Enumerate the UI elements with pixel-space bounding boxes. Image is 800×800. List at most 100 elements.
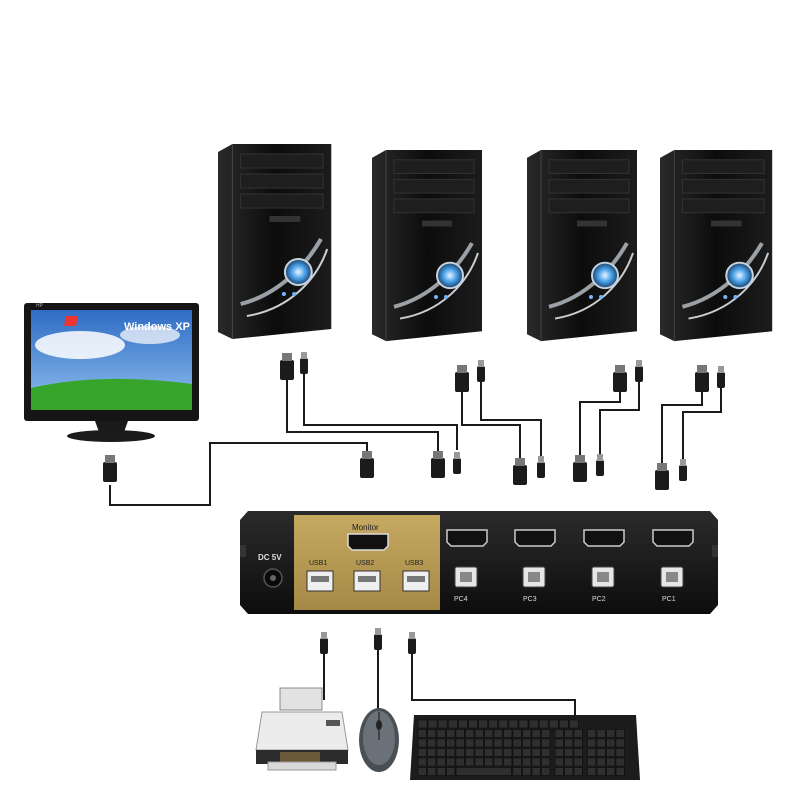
- keyboard-key: [587, 757, 597, 767]
- keyboard-key: [531, 757, 541, 767]
- keyboard-key: [484, 738, 494, 748]
- keyboard-key: [606, 748, 616, 757]
- monitor-stand: [67, 430, 155, 442]
- keyboard-key: [541, 738, 551, 748]
- keyboard-key: [465, 738, 475, 748]
- keyboard-key: [474, 757, 484, 767]
- keyboard-key: [564, 757, 574, 767]
- computer-tower-icon: [370, 148, 484, 344]
- keyboard-key: [596, 757, 606, 767]
- keyboard-key: [458, 719, 468, 729]
- keyboard-key: [417, 738, 427, 748]
- console-panel: [294, 515, 440, 610]
- keyboard-icon: [410, 715, 640, 780]
- keyboard-key: [427, 748, 437, 757]
- monitor-screen-text: Windows XP: [124, 321, 190, 333]
- keyboard-key: [474, 748, 484, 757]
- keyboard-key: [484, 757, 494, 767]
- monitor-hdmi-port: [347, 533, 389, 551]
- keyboard-key: [531, 748, 541, 757]
- usb2-label: USB2: [356, 560, 374, 567]
- keyboard-key: [564, 738, 574, 748]
- keyboard-key: [587, 738, 597, 748]
- keyboard-key: [493, 738, 503, 748]
- keyboard-key: [615, 757, 625, 767]
- keyboard-key: [531, 767, 541, 776]
- keyboard-key: [484, 729, 494, 738]
- keyboard-key: [518, 719, 529, 729]
- keyboard-key: [596, 748, 606, 757]
- keyboard-key: [503, 729, 513, 738]
- keyboard-key: [564, 767, 574, 776]
- monitor-port-label: Monitor: [352, 523, 379, 532]
- keyboard-key: [503, 738, 513, 748]
- keyboard-key: [615, 748, 625, 757]
- keyboard-key: [573, 767, 583, 776]
- keyboard-key: [436, 757, 446, 767]
- keyboard-key: [554, 767, 564, 776]
- keyboard-key: [488, 719, 499, 729]
- keyboard-key: [437, 719, 448, 729]
- keyboard-key: [446, 767, 456, 776]
- pc3-port-group: PC3: [514, 529, 556, 603]
- keyboard-key: [427, 757, 437, 767]
- keyboard-key: [455, 738, 465, 748]
- keyboard-key: [417, 757, 427, 767]
- keyboard-key: [417, 767, 427, 776]
- keyboard-key: [503, 748, 513, 757]
- keyboard-key: [427, 719, 438, 729]
- keyboard-key: [538, 719, 549, 729]
- keyboard-key: [447, 719, 458, 729]
- keyboard-key: [531, 738, 541, 748]
- keyboard-key: [564, 729, 574, 738]
- keyboard-key: [427, 767, 437, 776]
- keyboard-key: [493, 757, 503, 767]
- printer-icon: [255, 687, 349, 771]
- keyboard-key: [554, 738, 564, 748]
- keyboard-key: [541, 748, 551, 757]
- keyboard-key: [455, 748, 465, 757]
- pc2-port-group: PC2: [583, 529, 625, 603]
- keyboard-key: [596, 738, 606, 748]
- keyboard-key: [508, 719, 519, 729]
- keyboard-key: [446, 757, 456, 767]
- keyboard-key: [554, 748, 564, 757]
- peripheral-plugs: [320, 628, 416, 654]
- pc4-port-group: PC4: [446, 529, 488, 603]
- keyboard-key: [465, 748, 475, 757]
- keyboard-key: [446, 748, 456, 757]
- pc1-label: PC1: [662, 596, 676, 603]
- keyboard-key: [512, 748, 522, 757]
- keyboard-key: [522, 729, 532, 738]
- pc4-label: PC4: [454, 596, 468, 603]
- keyboard-key: [573, 738, 583, 748]
- computer-tower-icon: [660, 150, 772, 341]
- kvm-switch: DC 5V Monitor USB1 USB2 USB3 PC4 PC3: [240, 511, 718, 614]
- keyboard-key: [417, 729, 427, 738]
- keyboard-key: [498, 719, 509, 729]
- keyboard-key: [569, 719, 579, 729]
- pc-cables: [109, 372, 722, 506]
- power-label: DC 5V: [258, 553, 282, 562]
- keyboard-key: [436, 767, 446, 776]
- keyboard-key: [512, 738, 522, 748]
- keyboard-key: [417, 748, 427, 757]
- keyboard-key: [615, 767, 625, 776]
- computers-row: [218, 144, 772, 341]
- keyboard-key: [474, 738, 484, 748]
- keyboard-key: [606, 757, 616, 767]
- keyboard-key: [417, 719, 428, 729]
- keyboard-key: [474, 729, 484, 738]
- pc2-label: PC2: [592, 596, 606, 603]
- keyboard-key: [436, 748, 446, 757]
- keyboard-key: [512, 729, 522, 738]
- computer-tower-icon: [525, 148, 639, 344]
- keyboard-key: [512, 757, 522, 767]
- mouse-icon: [359, 708, 399, 772]
- keyboard-key: [512, 767, 522, 776]
- monitor-brand: HP: [36, 303, 44, 309]
- keyboard-key: [478, 719, 488, 729]
- keyboard-key: [548, 719, 559, 729]
- usb3-label: USB3: [405, 560, 423, 567]
- keyboard-key: [573, 748, 583, 757]
